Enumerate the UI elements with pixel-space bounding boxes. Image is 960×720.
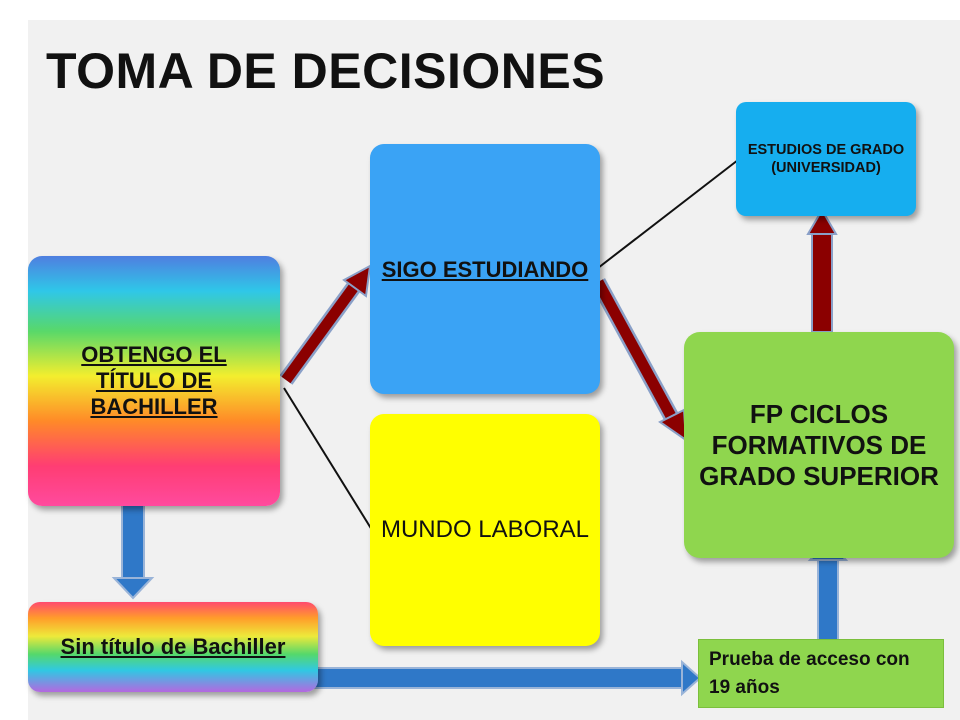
node-prueba-label: Prueba de acceso con 19 años (709, 649, 910, 698)
node-bachiller: OBTENGO EL TÍTULO DE BACHILLER (28, 256, 280, 506)
node-fp-ciclos: FP CICLOS FORMATIVOS DE GRADO SUPERIOR (684, 332, 954, 558)
node-sigo-estudiando: SIGO ESTUDIANDO (370, 144, 600, 394)
node-sigo-label: SIGO ESTUDIANDO (381, 256, 589, 282)
node-mundo-laboral: MUNDO LABORAL (370, 414, 600, 646)
node-prueba-acceso: Prueba de acceso con 19 años (698, 639, 944, 708)
node-bachiller-label: OBTENGO EL TÍTULO DE BACHILLER (81, 342, 227, 419)
node-mundo-label: MUNDO LABORAL (380, 516, 590, 543)
arrow-sin-titulo-to-prueba (311, 659, 702, 697)
line-sigo-estudios (597, 159, 739, 269)
node-sin-titulo-label: Sin título de Bachiller (60, 634, 286, 659)
arrow-sigo-to-fp (590, 278, 688, 443)
node-fp-label: FP CICLOS FORMATIVOS DE GRADO SUPERIOR (699, 398, 939, 491)
arrow-fp-to-estudios (806, 208, 838, 333)
node-sin-titulo: Sin título de Bachiller (28, 602, 318, 692)
arrow-bachiller-to-sigo (279, 264, 372, 385)
page-title: TOMA DE DECISIONES (46, 43, 606, 99)
node-estudios-label: ESTUDIOS DE GRADO (UNIVERSIDAD) (747, 142, 905, 176)
node-estudios-grado: ESTUDIOS DE GRADO (UNIVERSIDAD) (736, 102, 916, 216)
line-bachiller-mundo (283, 387, 373, 531)
